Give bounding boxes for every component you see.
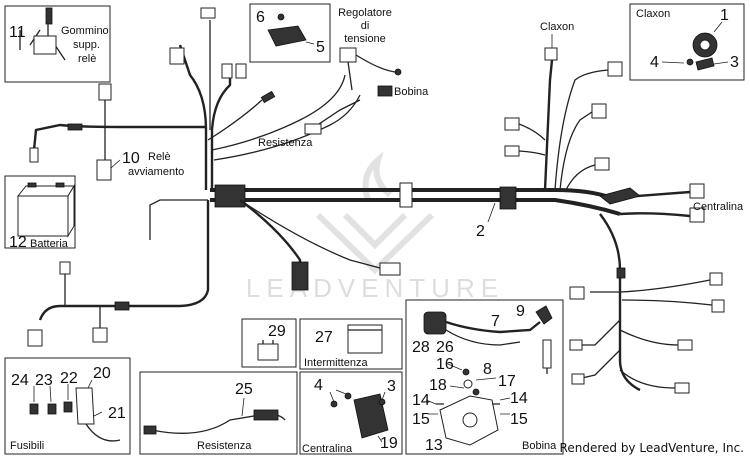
part-number-19: 19 xyxy=(380,435,398,452)
part-number-20: 20 xyxy=(93,365,111,382)
part-number-12: 12 xyxy=(9,234,27,251)
label-resistenza-box: Resistenza xyxy=(197,440,252,452)
part-number-4: 4 xyxy=(650,54,659,71)
label-bobina-box: Bobina xyxy=(522,440,557,452)
part-number-17: 17 xyxy=(498,373,516,390)
label-rele-line1: Relè xyxy=(148,151,171,163)
label-resistenza-top: Resistenza xyxy=(258,137,313,149)
label-intermittenza: Intermittenza xyxy=(304,357,368,369)
part-number-11: 11 xyxy=(9,24,26,41)
part-number-5: 5 xyxy=(316,39,325,56)
label-bobina-top: Bobina xyxy=(394,86,429,98)
part-number-16: 16 xyxy=(436,356,454,373)
label-regolatore-line3: tensione xyxy=(344,33,386,45)
part-number-9: 9 xyxy=(516,303,525,320)
part-number-15b: 15 xyxy=(510,411,528,428)
inset-part-29 xyxy=(241,318,297,368)
part-number-14: 14 xyxy=(412,392,430,409)
label-fusibili: Fusibili xyxy=(10,440,44,452)
inset-centralina xyxy=(299,371,403,455)
inset-claxon xyxy=(629,3,745,81)
part-number-22: 22 xyxy=(60,370,78,387)
inset-regulator-bracket xyxy=(249,3,331,63)
part-number-3: 3 xyxy=(730,54,739,71)
inset-batteria xyxy=(4,175,76,249)
part-number-2: 2 xyxy=(476,223,485,240)
right-harness xyxy=(487,47,725,394)
part-number-10: 10 xyxy=(122,150,140,167)
inset-gommino-relay-mount xyxy=(4,5,111,83)
part-number-25: 25 xyxy=(235,381,253,398)
inset-fusibili xyxy=(4,357,131,455)
part-number-26: 26 xyxy=(436,339,454,356)
part-number-7: 7 xyxy=(491,313,500,330)
part-number-18: 18 xyxy=(429,377,447,394)
part-number-4b: 4 xyxy=(314,377,323,394)
part-number-21: 21 xyxy=(108,405,126,422)
part-number-23: 23 xyxy=(35,372,53,389)
label-batteria: Batteria xyxy=(30,238,69,250)
part-number-1: 1 xyxy=(720,7,729,24)
part-number-14b: 14 xyxy=(510,390,528,407)
label-gommino-line2: supp. xyxy=(73,39,100,51)
part-number-8: 8 xyxy=(483,361,492,378)
inset-intermittenza xyxy=(299,318,403,370)
part-number-27: 27 xyxy=(315,329,333,346)
label-gommino-line1: Gommino xyxy=(61,25,109,37)
label-claxon-center: Claxon xyxy=(540,21,574,33)
label-rele-line2: avviamento xyxy=(128,166,184,178)
credit-text: Rendered by LeadVenture, Inc. xyxy=(560,441,744,455)
part-number-28: 28 xyxy=(412,339,430,356)
label-centralina-right: Centralina xyxy=(693,201,744,213)
watermark-text: LEADVENTURE xyxy=(246,273,504,303)
part-number-24: 24 xyxy=(11,372,29,389)
part-number-15: 15 xyxy=(412,411,430,428)
label-regolatore-line1: Regolatore xyxy=(338,7,392,19)
part-number-3b: 3 xyxy=(387,378,396,395)
part-number-13: 13 xyxy=(425,437,443,454)
watermark-logo xyxy=(315,151,435,275)
label-gommino-line3: relè xyxy=(78,53,96,65)
part-number-6: 6 xyxy=(256,9,265,26)
label-regolatore-line2: di xyxy=(361,20,370,32)
inset-resistenza xyxy=(139,371,298,455)
label-claxon-box: Claxon xyxy=(636,8,670,20)
label-centralina-box: Centralina xyxy=(302,443,353,455)
inset-bobina xyxy=(405,299,564,455)
part-number-29: 29 xyxy=(268,323,286,340)
